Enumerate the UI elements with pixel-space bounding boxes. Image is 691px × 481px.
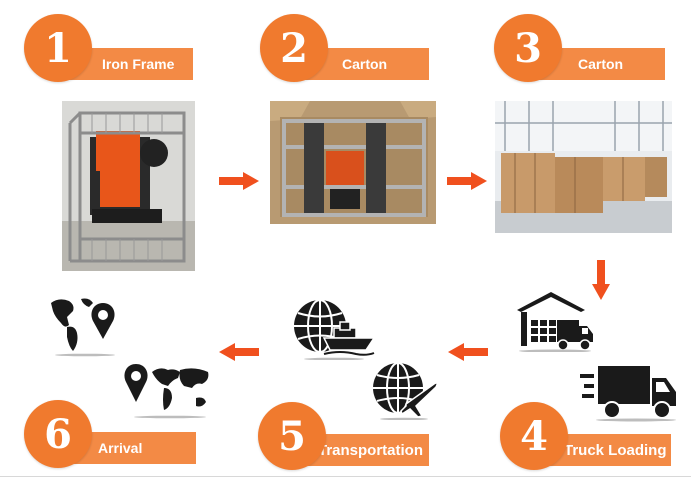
step-5-number: 5	[258, 402, 326, 470]
warehouse-truck-icon	[517, 292, 593, 352]
carton-photo	[270, 101, 436, 224]
stacked-cartons-photo	[495, 101, 672, 233]
bottom-divider	[0, 476, 691, 477]
step-3-number: 3	[494, 14, 562, 82]
globe-plane-icon	[373, 362, 438, 420]
delivery-truck-icon	[580, 366, 676, 422]
globe-ship-icon	[294, 299, 376, 360]
step-1-number: 1	[24, 14, 92, 82]
step-4-number: 4	[500, 402, 568, 470]
world-map-pin-icon	[51, 298, 115, 357]
step-6-number: 6	[24, 400, 92, 468]
arrow-right-1	[219, 172, 259, 190]
arrow-left-2	[219, 343, 259, 361]
arrow-left-1	[448, 343, 488, 361]
step-2-number: 2	[260, 14, 328, 82]
map-pin-world-icon	[124, 364, 209, 419]
arrow-down	[592, 260, 610, 300]
iron-frame-photo	[62, 101, 195, 271]
arrow-right-2	[447, 172, 487, 190]
